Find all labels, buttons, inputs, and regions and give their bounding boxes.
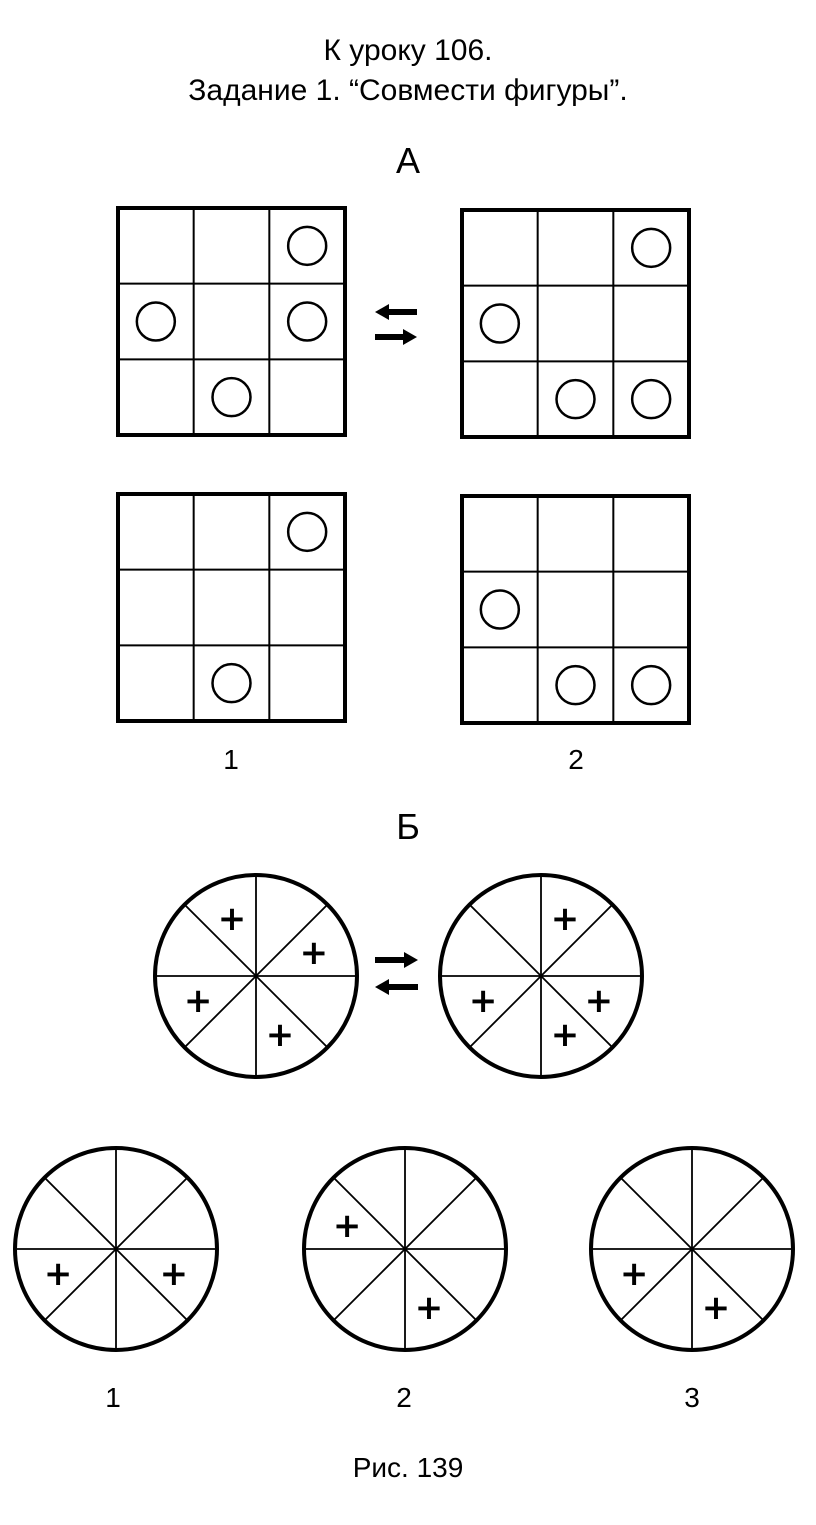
section-b-disk-right-plus-mark: +	[551, 1015, 580, 1055]
section-b-disk-right-spoke-135	[468, 903, 614, 1049]
section-b-option-2-disk-plus-mark: +	[415, 1288, 444, 1328]
section-b-option-3-label: 3	[684, 1382, 700, 1413]
section-b-option-3-disk-spoke-135	[619, 1176, 765, 1322]
section-b-disk-right-plus-mark: +	[469, 981, 498, 1021]
section-b-option-1-disk-spoke-135	[43, 1176, 189, 1322]
section-b-disk-left-plus-mark: +	[266, 1015, 295, 1055]
section-b-disk-right-plus-mark: +	[585, 981, 614, 1021]
section-b-option-1-disk-plus-mark: +	[160, 1254, 189, 1294]
section-a-grid-left-circle-r1c0	[135, 301, 177, 342]
section-a-grid-left-circle-r1c2	[286, 301, 328, 342]
section-b-disk-left-plus-mark: +	[300, 933, 329, 973]
section-a-arrow-left	[375, 304, 417, 320]
section-b-option-3-disk: ++	[589, 1146, 795, 1352]
section-a-option-2-grid-circle-r2c2	[630, 664, 672, 706]
section-b-option-2-disk-plus-mark: +	[333, 1206, 362, 1246]
section-a-option-2-label: 2	[568, 744, 584, 775]
section-b-disk-right-plus-mark: +	[551, 899, 580, 939]
section-a-option-2-grid-circle-r2c1	[555, 664, 596, 706]
section-a-grid-left-frame	[116, 206, 347, 437]
section-a-option-1-label: 1	[223, 744, 239, 775]
section-b-arrow-right	[375, 952, 418, 968]
section-b-label: Б	[396, 806, 420, 847]
section-b-option-2-disk-spoke-135	[332, 1176, 478, 1322]
section-b-option-1-disk: ++	[13, 1146, 219, 1352]
worksheet-lesson-title: К уроку 106.	[323, 34, 493, 67]
section-a-option-1-grid-frame	[116, 492, 347, 723]
section-a-grid-right-circle-r2c1	[555, 378, 596, 420]
section-a-grid-left-circle-r0c2	[286, 225, 328, 267]
section-a-grid-right	[460, 208, 691, 439]
section-a-grid-right-circle-r0c2	[630, 227, 672, 269]
section-b-option-1-label: 1	[105, 1382, 121, 1413]
section-b-option-1-disk-plus-mark: +	[44, 1254, 73, 1294]
section-a-grid-right-circle-r1c0	[479, 303, 521, 344]
section-a-grid-right-frame	[460, 208, 691, 439]
section-b-option-3-disk-plus-mark: +	[620, 1254, 649, 1294]
section-b-arrow-left-head	[375, 979, 389, 995]
section-b-disk-left-spoke-135	[183, 903, 329, 1049]
section-a-grid-left	[116, 206, 347, 437]
section-a-grid-right-circle-r2c2	[630, 378, 672, 420]
section-a-arrow-right	[375, 329, 417, 345]
section-b-option-3-disk-plus-mark: +	[702, 1288, 731, 1328]
section-a-option-2-grid-circle-r1c0	[479, 589, 521, 630]
section-b-disk-left: + + + +	[153, 873, 359, 1079]
section-a-option-1-grid-circle-r0c2	[286, 511, 328, 553]
worksheet-task-title: Задание 1. “Совмести фигуры”.	[188, 74, 628, 107]
section-b-option-2-label: 2	[396, 1382, 412, 1413]
section-a-grid-left-circle-r2c1	[211, 376, 252, 418]
section-b-arrow-right-head	[404, 952, 418, 968]
section-a-arrow-left-head	[375, 304, 389, 320]
section-a-arrow-right-head	[403, 329, 417, 345]
figure-caption: Рис. 139	[352, 1452, 464, 1483]
section-b-option-2-disk: ++	[302, 1146, 508, 1352]
section-b-disk-right: ++++	[438, 873, 644, 1079]
section-b-disk-left-plus-mark: +	[218, 899, 247, 939]
section-b-disk-left-plus-mark: +	[184, 981, 213, 1021]
section-b-arrow-left	[375, 979, 418, 995]
section-a-option-2-grid	[460, 494, 691, 725]
section-a-option-2-grid-frame	[460, 494, 691, 725]
section-a-option-1-grid-circle-r2c1	[211, 662, 252, 704]
section-a-option-1-grid	[116, 492, 347, 723]
section-a-label: А	[395, 140, 420, 181]
